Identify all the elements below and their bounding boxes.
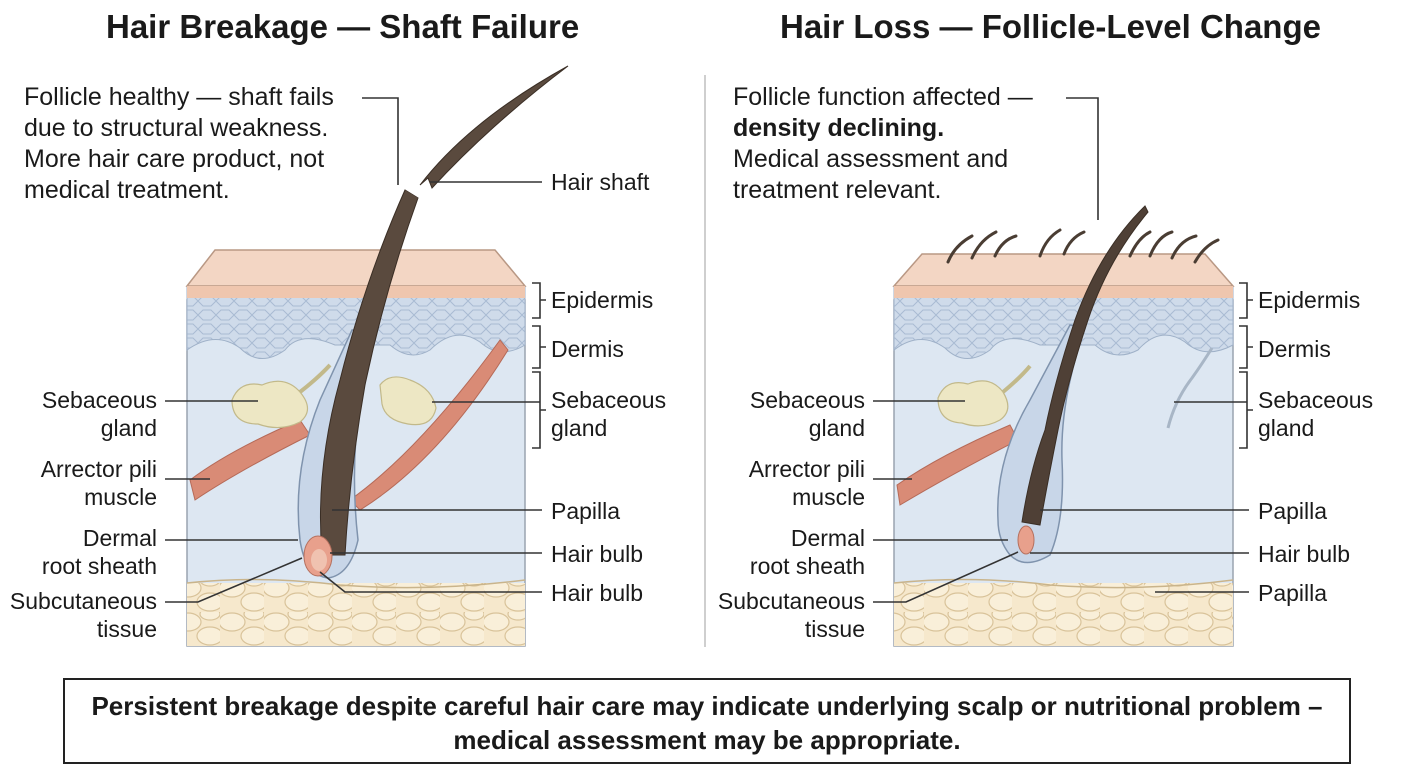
right-note-line: Follicle function affected —: [733, 83, 1033, 111]
left-leader-lines: [165, 97, 546, 603]
footer-line: medical assessment may be appropriate.: [453, 725, 961, 755]
left-note-line: due to structural weakness.: [24, 114, 329, 142]
label-hair-bulb: Hair bulb: [1258, 541, 1351, 567]
left-sebaceous-gland-left: [231, 380, 309, 429]
right-note-line: treatment relevant.: [733, 176, 942, 204]
right-leader-lines: [873, 97, 1253, 603]
right-note-emphasis: density declining.: [733, 114, 945, 142]
label-papilla: Papilla: [551, 498, 621, 524]
label-hair-bulb: Hair bulb: [551, 580, 644, 606]
label-dermis: Dermis: [551, 336, 624, 362]
label-hair-shaft: Hair shaft: [551, 169, 650, 195]
label-papilla: Papilla: [1258, 498, 1328, 524]
right-skin-surface: [892, 253, 1235, 287]
right-panel-title: Hair Loss — Follicle-Level Change: [780, 8, 1321, 45]
footer-callout-box: Persistent breakage despite careful hair…: [63, 678, 1351, 764]
left-fat-layer: [187, 583, 525, 646]
right-note: Follicle function affected — density dec…: [733, 82, 1033, 206]
left-sebaceous-gland-right: [379, 376, 437, 426]
right-epidermis: [893, 285, 1234, 359]
right-note-line: Medical assessment and: [733, 145, 1009, 173]
left-skin-surface: [185, 249, 527, 287]
right-thin-hair: [1166, 347, 1214, 429]
left-panel-title: Hair Breakage — Shaft Failure: [106, 8, 580, 45]
label-dermis: Dermis: [1258, 336, 1331, 362]
right-hair-bulb: [1017, 525, 1035, 555]
left-skin-block: [185, 65, 569, 647]
left-note-line: More hair care product, not: [24, 145, 325, 173]
panel-divider: [704, 75, 706, 647]
footer-line: Persistent breakage despite careful hair…: [91, 691, 1323, 721]
left-hair-broken-tip: [419, 65, 569, 189]
left-note: Follicle healthy — shaft fails due to st…: [24, 82, 334, 206]
left-note-line: medical treatment.: [24, 176, 230, 204]
label-papilla: Papilla: [1258, 580, 1328, 606]
label-epidermis: Epidermis: [551, 287, 654, 313]
right-sparse-hairs: [946, 228, 1220, 264]
right-skin-block: [892, 205, 1235, 647]
right-sebaceous-gland-left: [937, 380, 1009, 427]
label-epidermis: Epidermis: [1258, 287, 1361, 313]
label-hair-bulb: Hair bulb: [551, 541, 644, 567]
right-fat-layer: [894, 583, 1233, 646]
left-note-line: Follicle healthy — shaft fails: [24, 83, 334, 111]
right-hair-shaft: [1021, 205, 1149, 526]
